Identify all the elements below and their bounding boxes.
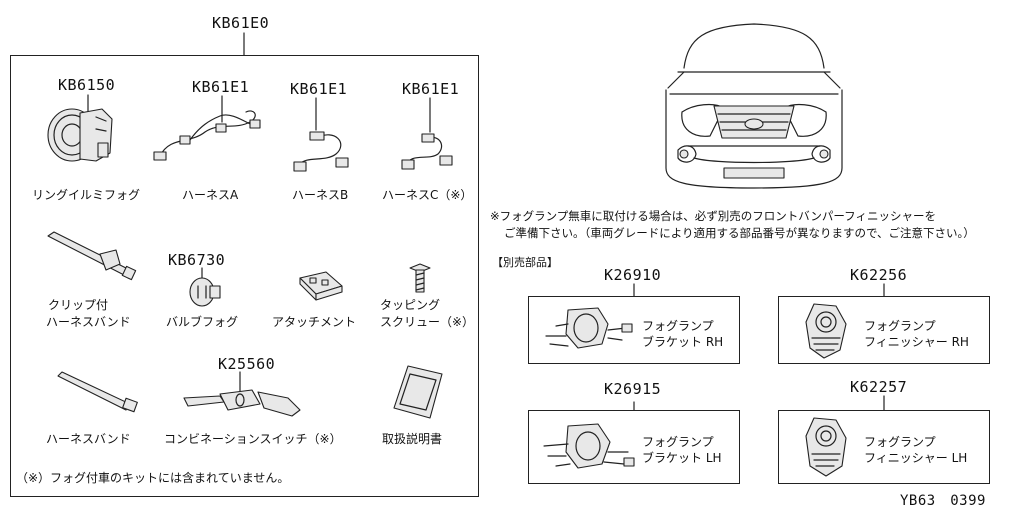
harness-b-label: ハーネスB: [292, 188, 349, 202]
screw-label-line2: スクリュー（※）: [380, 315, 475, 329]
bracket-lh-line1: フォグランプ: [642, 435, 714, 449]
kit-note: （※）フォグ付車のキットには含まれていません。: [16, 471, 290, 485]
bracket-lh-line2: ブラケット LH: [642, 451, 722, 465]
switch-label: コンビネーションスイッチ（※）: [164, 432, 342, 446]
switch-code: K25560: [218, 355, 276, 373]
harness-c-illustration: [401, 97, 453, 170]
bracket-lh-box: [528, 410, 740, 484]
finisher-rh-code: K62256: [850, 266, 908, 284]
vehicle-front-illustration: [665, 23, 843, 189]
finisher-lh-illustration: [805, 417, 847, 477]
clip-band-illustration: [47, 231, 137, 281]
harness-b-illustration: [293, 97, 349, 172]
fog-lamp-illustration: [47, 94, 113, 162]
harness-a-illustration: [153, 95, 261, 161]
bracket-lh-code: K26915: [604, 380, 662, 398]
finisher-lh-line1: フォグランプ: [864, 435, 936, 449]
manual-illustration: [393, 365, 443, 419]
bulb-illustration: [189, 267, 221, 307]
page-code: YB63 0399: [900, 493, 986, 509]
band-label: ハーネスバンド: [46, 432, 131, 446]
kit-code: KB61E0: [212, 14, 270, 32]
switch-illustration: [183, 371, 301, 417]
finisher-rh-box: [778, 296, 990, 364]
fog-lamp-label: リングイルミフォグ: [32, 188, 141, 202]
finisher-lh-code: K62257: [850, 378, 908, 396]
harness-c-code: KB61E1: [402, 80, 460, 98]
manual-label: 取扱説明書: [382, 432, 443, 446]
kit-contents-box: [10, 55, 479, 497]
harness-a-code: KB61E1: [192, 78, 250, 96]
harness-a-label: ハーネスA: [182, 188, 239, 202]
clip-band-label-line2: ハーネスバンド: [46, 315, 131, 329]
fog-lamp-code: KB6150: [58, 76, 116, 94]
finisher-rh-line2: フィニッシャー RH: [864, 335, 969, 349]
bracket-rh-code: K26910: [604, 266, 662, 284]
harness-c-label: ハーネスC（※）: [382, 188, 473, 202]
clip-band-label-line1: クリップ付: [48, 298, 109, 312]
band-illustration: [57, 371, 138, 413]
notice-line2: ご準備下さい。（車両グレードにより適用する部品番号が異なりますので、ご注意下さい…: [504, 226, 975, 240]
attachment-label: アタッチメント: [272, 315, 357, 329]
attachment-illustration: [299, 271, 343, 301]
screw-label-line1: タッピング: [380, 298, 441, 312]
finisher-lh-line2: フィニッシャー LH: [864, 451, 968, 465]
bulb-code: KB6730: [168, 251, 226, 269]
bracket-rh-illustration: [545, 307, 633, 349]
finisher-rh-line1: フォグランプ: [864, 319, 936, 333]
harness-b-code: KB61E1: [290, 80, 348, 98]
bracket-rh-box: [528, 296, 740, 364]
notice-line1: ※フォグランプ無車に取付ける場合は、必ず別売のフロントバンパーフィニッシャーを: [490, 209, 936, 223]
finisher-rh-illustration: [805, 303, 847, 359]
screw-illustration: [409, 263, 431, 293]
separate-parts-heading: 【別売部品】: [492, 256, 558, 269]
bracket-rh-line1: フォグランプ: [642, 319, 714, 333]
finisher-lh-box: [778, 410, 990, 484]
bracket-rh-line2: ブラケット RH: [642, 335, 724, 349]
bracket-lh-illustration: [543, 423, 635, 469]
bulb-label: バルブフォグ: [166, 315, 239, 329]
